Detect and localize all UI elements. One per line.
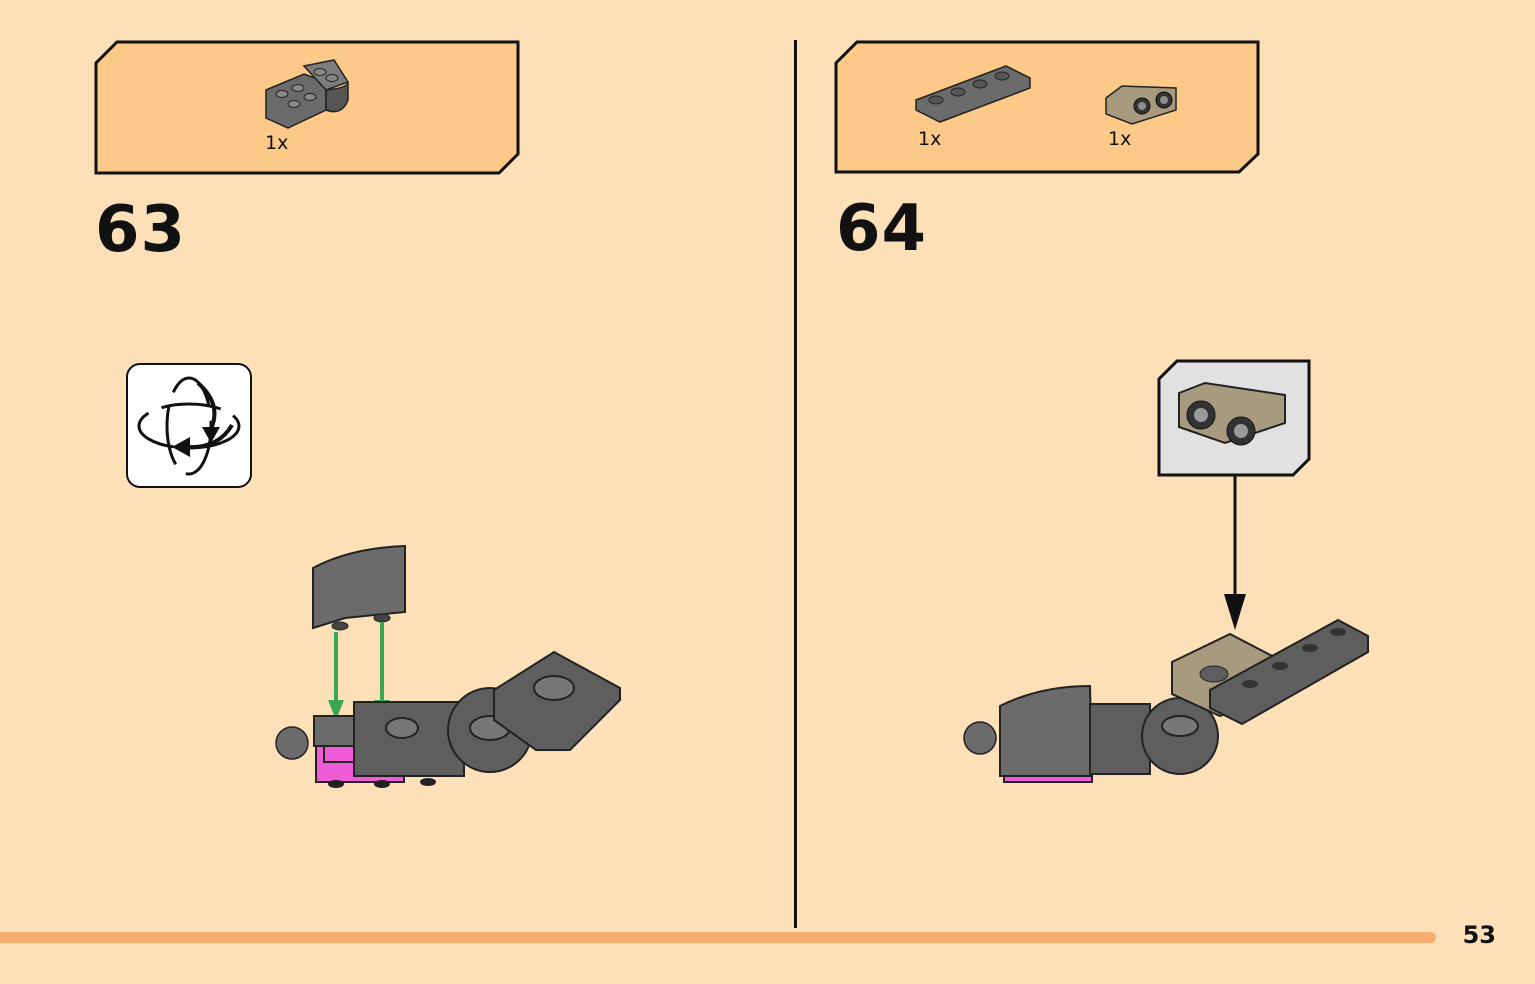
parts-box-frame [834,40,1260,174]
step-number: 64 [836,192,928,266]
plate-1x4-part-icon [915,65,1031,123]
part-quantity: 1x [265,132,289,154]
step-64-assembly-illustration [963,476,1369,783]
rotate-model-icon [126,363,252,488]
step-63-parts-box: 1x [94,40,520,175]
bracket-1x2-part-icon [1105,85,1177,125]
step-64-parts-box: 1x 1x [834,40,1260,174]
part-quantity: 1x [1108,128,1132,150]
step-63-assembly-illustration [275,544,621,788]
footer-bar [0,932,1436,943]
step-number: 63 [95,193,187,267]
part-callout-box [1157,359,1311,477]
page-divider [794,40,797,928]
part-quantity: 1x [918,128,942,150]
curved-plate-part-icon [265,59,350,129]
page-number: 53 [1462,921,1496,949]
